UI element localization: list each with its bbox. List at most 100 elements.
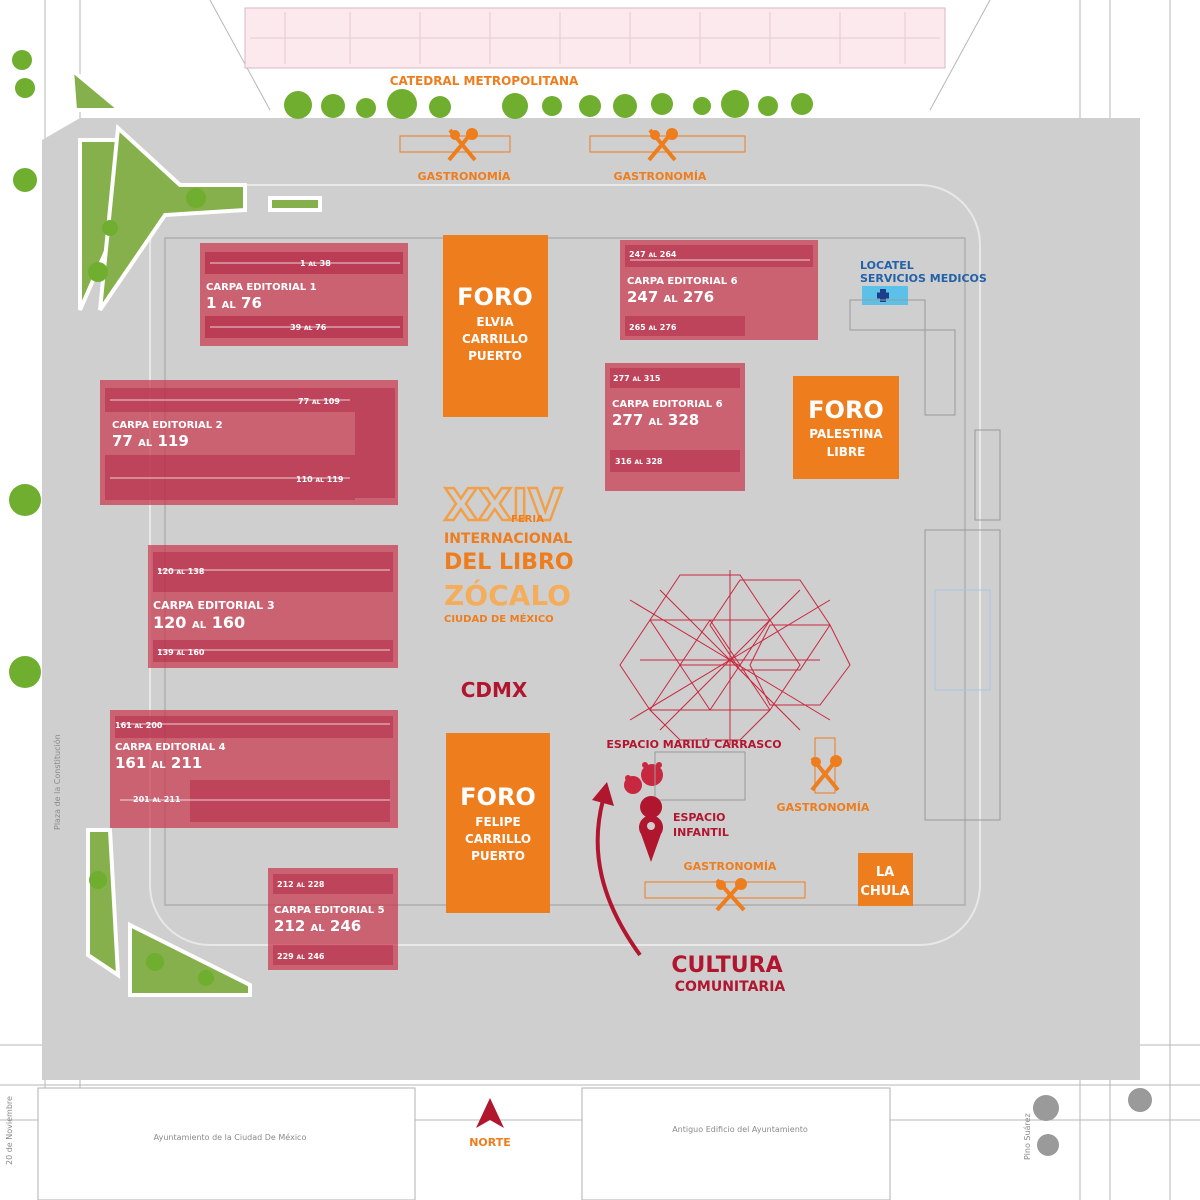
cultura-label: COMUNITARIA xyxy=(675,979,786,995)
forum-title: FORO xyxy=(808,396,884,424)
tent-title: CARPA EDITORIAL 1 xyxy=(206,282,317,293)
tent-range: 77 AL 119 xyxy=(112,432,189,450)
forum-palestina[interactable]: FORO PALESTINA LIBRE xyxy=(793,376,899,479)
tent-range: 1 AL 76 xyxy=(206,294,262,312)
tent-row-range: 1 AL 38 xyxy=(300,259,331,268)
fair-numeral: XXIV xyxy=(444,480,562,531)
tent-title: CARPA EDITORIAL 2 xyxy=(112,420,223,431)
forum-name: PALESTINA xyxy=(809,427,883,441)
tent-range: 161 AL 211 xyxy=(115,754,202,772)
cultura-arrow xyxy=(595,799,642,957)
tent-row-range: 77 AL 109 xyxy=(298,397,340,406)
forum-title: FORO xyxy=(460,783,536,811)
tent-1[interactable]: 1 AL 38 CARPA EDITORIAL 1 1 AL 76 39 AL … xyxy=(200,243,408,346)
tent-row-range: 229 AL 246 xyxy=(277,952,325,961)
espacio-infantil-label: ESPACIO xyxy=(673,811,726,824)
marilu-mascot-icon xyxy=(624,762,663,794)
medical-label: SERVICIOS MEDICOS xyxy=(860,272,987,285)
tent-4[interactable]: 161 AL 200 CARPA EDITORIAL 4 161 AL 211 … xyxy=(110,710,398,828)
plaza-label: Plaza de la Constitución xyxy=(52,734,62,830)
la-chula-label: CHULA xyxy=(860,884,909,899)
fair-logo: XXIV FERIA INTERNACIONAL DEL LIBRO ZÓCAL… xyxy=(443,479,574,625)
fork-spoon-icon xyxy=(447,128,478,162)
fork-spoon-icon xyxy=(647,128,678,162)
tent-5[interactable]: 212 AL 228 CARPA EDITORIAL 5 212 AL 246 … xyxy=(268,868,398,970)
tent-title: CARPA EDITORIAL 5 xyxy=(274,905,385,916)
cathedral-outline xyxy=(244,7,946,69)
food-zone-1: GASTRONOMÍA xyxy=(399,128,511,183)
espacio-marilu-building xyxy=(654,751,746,801)
tent-range: 212 AL 246 xyxy=(274,917,361,935)
forum-name: ELVIA xyxy=(476,315,514,329)
food-zone-4: GASTRONOMÍA xyxy=(644,860,806,912)
fair-del-libro: DEL LIBRO xyxy=(444,550,574,575)
forum-name: CARRILLO xyxy=(465,832,531,846)
north-indicator: NORTE xyxy=(469,1098,511,1149)
forum-felipe[interactable]: FORO FELIPE CARRILLO PUERTO xyxy=(446,733,550,913)
tent-row-range: 161 AL 200 xyxy=(115,721,163,730)
arrow-head-icon xyxy=(592,782,614,806)
tent-6a[interactable]: 247 AL 264 CARPA EDITORIAL 6 247 AL 276 … xyxy=(620,240,818,340)
espacio-marilu-label: ESPACIO MARILÚ CARRASCO xyxy=(606,738,781,751)
fair-ciudad: CIUDAD DE MÉXICO xyxy=(444,612,554,625)
pavilion-structure xyxy=(619,570,851,745)
trees xyxy=(9,50,813,986)
plaza-inner-path xyxy=(164,237,966,906)
food-label: GASTRONOMÍA xyxy=(418,170,511,183)
medical-cross-icon xyxy=(877,289,889,302)
tent-title: CARPA EDITORIAL 4 xyxy=(115,742,226,753)
fair-feria: FERIA xyxy=(511,514,544,525)
forum-elvia[interactable]: FORO ELVIA CARRILLO PUERTO xyxy=(443,235,548,417)
forum-title: FORO xyxy=(457,283,533,311)
fair-internacional: INTERNACIONAL xyxy=(444,531,572,547)
tent-row-range: 277 AL 315 xyxy=(613,374,661,383)
tent-range: 247 AL 276 xyxy=(627,288,714,306)
bottom-trees xyxy=(1033,1088,1152,1156)
tent-3[interactable]: 120 AL 138 CARPA EDITORIAL 3 120 AL 160 … xyxy=(148,545,398,668)
espacio-infantil-label: INFANTIL xyxy=(673,826,729,839)
tent-row-range: 265 AL 276 xyxy=(629,323,677,332)
tent-row-range: 247 AL 264 xyxy=(629,250,677,259)
food-zone-2: GASTRONOMÍA xyxy=(589,128,746,183)
food-label: GASTRONOMÍA xyxy=(777,801,870,814)
espacio-infantil[interactable]: ESPACIO INFANTIL xyxy=(639,796,729,862)
garden-areas xyxy=(69,65,322,997)
tent-range: 120 AL 160 xyxy=(153,613,245,632)
tent-row-range: 39 AL 76 xyxy=(290,323,327,332)
la-chula-label: LA xyxy=(876,865,894,880)
ayuntamiento-building xyxy=(37,1087,416,1200)
north-label: NORTE xyxy=(469,1136,511,1149)
ayuntamiento-label: Ayuntamiento de la Ciudad De México xyxy=(154,1132,307,1142)
cathedral-label: CATEDRAL METROPOLITANA xyxy=(390,74,579,88)
forum-name: LIBRE xyxy=(827,445,866,459)
food-label: GASTRONOMÍA xyxy=(614,170,707,183)
cdmx-logo: CDMX xyxy=(461,678,528,702)
tent-title: CARPA EDITORIAL 6 xyxy=(627,276,738,287)
forum-name: PUERTO xyxy=(471,849,525,863)
tent-row-range: 139 AL 160 xyxy=(157,648,205,657)
tent-title: CARPA EDITORIAL 6 xyxy=(612,399,723,410)
tent-row-range: 316 AL 328 xyxy=(615,457,663,466)
tent-title: CARPA EDITORIAL 3 xyxy=(153,599,275,612)
tent-range: 277 AL 328 xyxy=(612,411,699,429)
food-zone-3: GASTRONOMÍA xyxy=(777,737,870,814)
antiguo-building xyxy=(581,1087,891,1200)
street-pino-label: Pino Suárez xyxy=(1023,1113,1032,1160)
tent-row-range: 212 AL 228 xyxy=(277,880,325,889)
medical-label: LOCATEL xyxy=(860,259,914,272)
fork-spoon-icon xyxy=(810,755,842,792)
tent-2[interactable]: 77 AL 109 CARPA EDITORIAL 2 77 AL 119 11… xyxy=(100,380,398,505)
north-arrow-icon xyxy=(476,1098,504,1128)
tent-6b[interactable]: 277 AL 315 CARPA EDITORIAL 6 277 AL 328 … xyxy=(605,363,745,491)
cultura-label: CULTURA xyxy=(671,953,782,978)
tent-row-range: 120 AL 138 xyxy=(157,567,205,576)
tent-row-range: 201 AL 211 xyxy=(133,795,181,804)
antiguo-label: Antiguo Edificio del Ayuntamiento xyxy=(672,1125,808,1134)
forum-name: CARRILLO xyxy=(462,332,528,346)
la-chula[interactable]: LA CHULA xyxy=(858,853,913,906)
street-20-label: 20 de Noviembre xyxy=(5,1096,14,1165)
forum-name: PUERTO xyxy=(468,349,522,363)
forum-name: FELIPE xyxy=(475,815,521,829)
fair-zocalo: ZÓCALO xyxy=(444,578,571,612)
